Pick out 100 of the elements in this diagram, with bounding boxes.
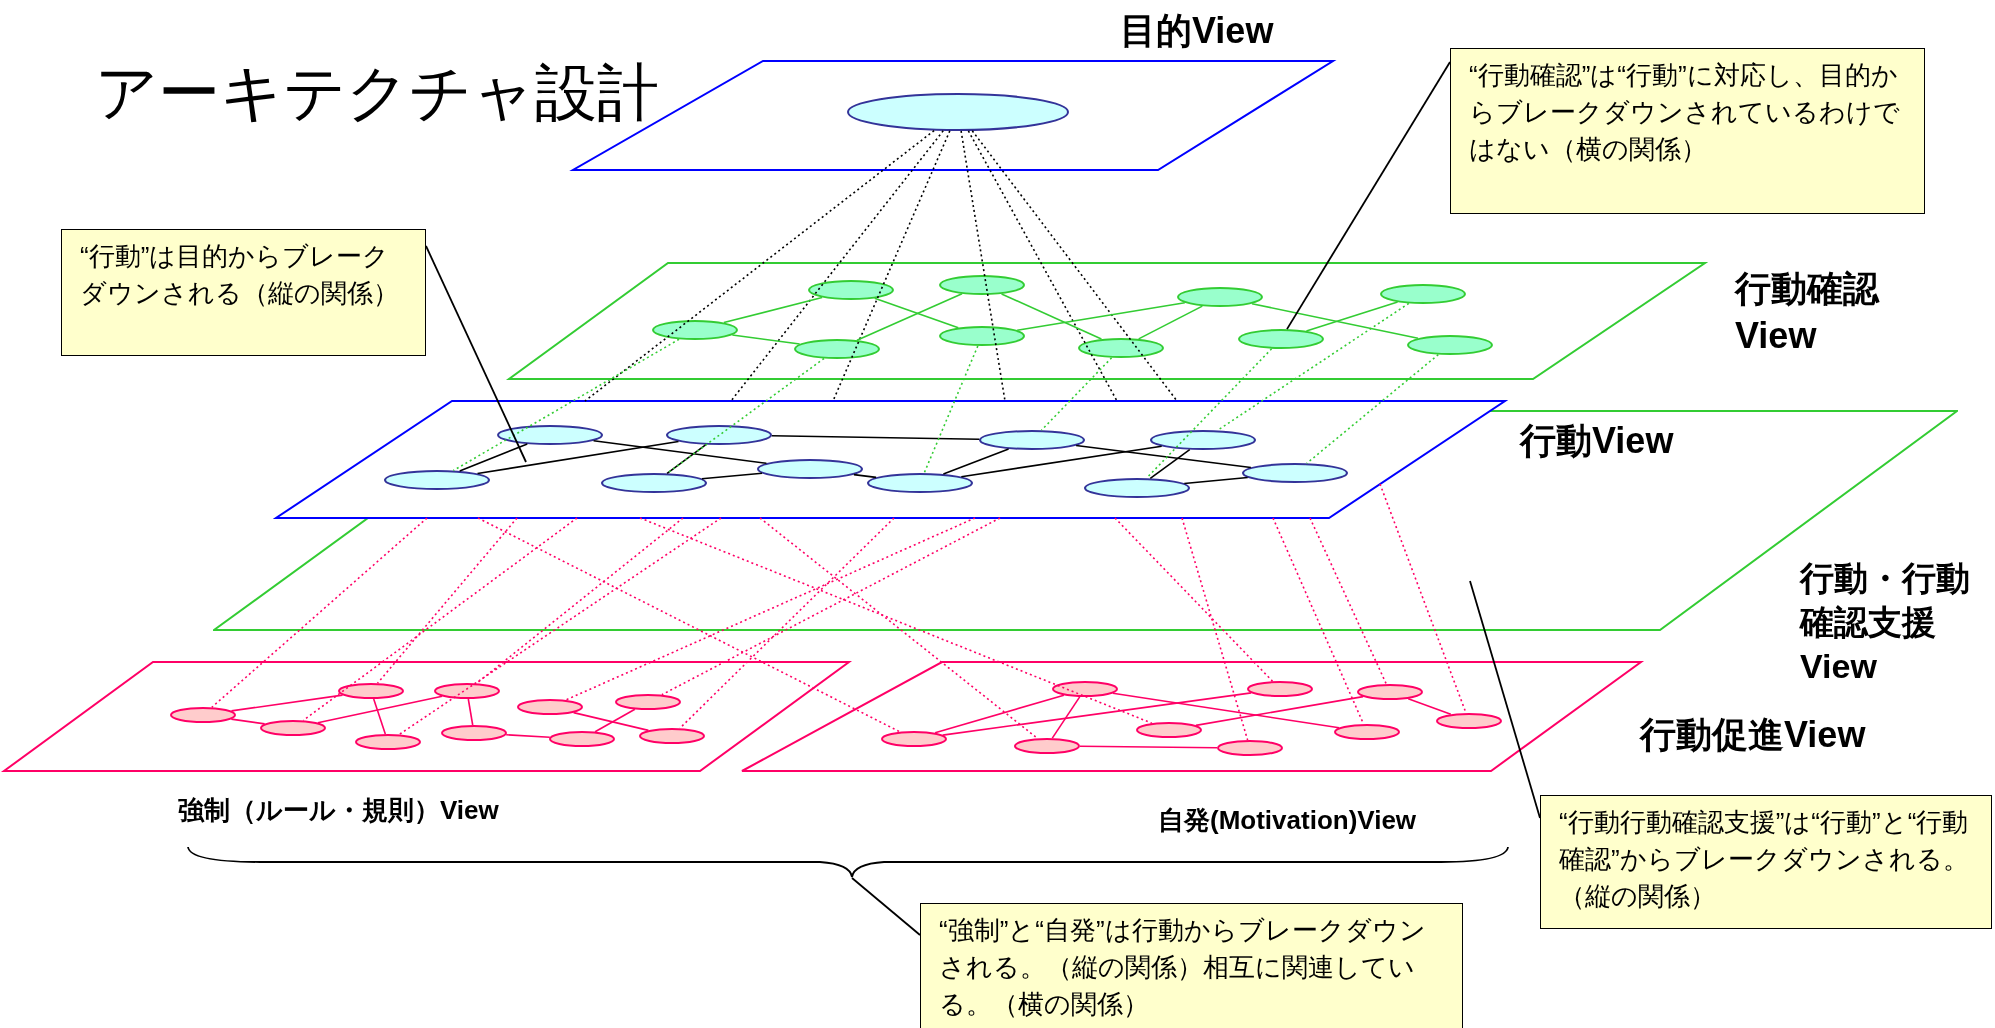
link-line — [1079, 745, 1218, 749]
link-line — [723, 296, 823, 324]
link-line — [372, 698, 387, 735]
oval-node — [1136, 722, 1202, 738]
dotted-link — [679, 517, 895, 729]
oval-node — [666, 425, 772, 445]
oval-node — [1238, 329, 1324, 349]
oval-node — [1407, 335, 1493, 355]
oval-node — [1357, 684, 1423, 700]
link-line — [594, 708, 636, 733]
link-line — [1183, 476, 1249, 485]
dotted-link — [565, 517, 976, 701]
dotted-link — [730, 130, 944, 402]
dotted-link — [759, 517, 1039, 740]
dotted-link — [923, 345, 979, 474]
leader-line — [851, 877, 921, 936]
link-line — [572, 711, 650, 732]
note-box: “強制”と“自発”は行動からブレークダウンされる。（縦の関係）相互に関連している。（横の関係） — [920, 903, 1463, 1028]
link-line — [1137, 305, 1204, 340]
oval-node — [434, 683, 500, 699]
plane-label: 行動確認View — [1735, 267, 1881, 358]
layer-label: 行動・行動確認支援View — [1800, 558, 1971, 688]
link-line — [1149, 448, 1191, 480]
link-line — [934, 694, 1065, 734]
oval-node — [979, 430, 1085, 450]
link-line — [1112, 692, 1340, 729]
link-line — [230, 718, 266, 725]
plane-label: 強制（ルール・規則）View — [178, 794, 499, 827]
link-line — [1305, 301, 1399, 332]
link-line — [230, 694, 344, 712]
link-line — [853, 473, 877, 479]
oval-node — [1217, 740, 1283, 756]
link-line — [1000, 293, 1103, 340]
dotted-link — [211, 517, 428, 709]
leader-line — [1286, 61, 1451, 330]
link-line — [1016, 302, 1186, 331]
oval-node — [260, 720, 326, 736]
link-line — [1075, 444, 1252, 469]
link-line — [731, 334, 801, 345]
oval-node — [1052, 681, 1118, 697]
dotted-link — [1306, 353, 1440, 465]
link-line — [873, 297, 960, 329]
dotted-link — [1309, 517, 1388, 685]
dotted-link — [1181, 517, 1249, 741]
dotted-link — [302, 517, 578, 722]
link-line — [1051, 696, 1081, 739]
plane-label: 目的View — [1120, 9, 1274, 53]
oval-node — [441, 725, 507, 741]
oval-node — [1247, 681, 1313, 697]
layer-label: 行動促進View — [1640, 713, 1866, 757]
oval-node — [639, 728, 705, 744]
oval-node — [1334, 724, 1400, 740]
dotted-link — [666, 357, 825, 475]
link-line — [941, 692, 1253, 736]
oval-node — [808, 280, 894, 300]
oval-node — [1436, 713, 1502, 729]
oval-node — [1380, 284, 1466, 304]
dotted-link — [584, 129, 935, 402]
dotted-link — [398, 517, 722, 736]
link-line — [701, 472, 763, 480]
plane-label: 自発(Motivation)View — [1158, 804, 1417, 837]
dotted-link — [376, 517, 518, 684]
oval-node — [939, 275, 1025, 295]
dotted-link — [1040, 357, 1113, 431]
oval-node — [1014, 738, 1080, 754]
oval-node — [867, 473, 973, 493]
oval-node — [1150, 430, 1256, 450]
note-box: “行動確認”は“行動”に対応し、目的からブレークダウンされているわけではない（横の関係） — [1450, 48, 1925, 214]
dotted-link — [971, 130, 1178, 402]
brace — [187, 846, 1509, 878]
link-line — [467, 698, 474, 726]
oval-node — [338, 683, 404, 699]
dotted-link — [1114, 517, 1274, 682]
dotted-link — [967, 130, 1118, 402]
link-line — [476, 440, 680, 475]
link-line — [1407, 697, 1452, 716]
oval-node — [1177, 287, 1263, 307]
dotted-link — [832, 130, 951, 402]
link-line — [942, 448, 1010, 475]
oval-node — [497, 425, 603, 445]
link-line — [666, 443, 707, 475]
title: アーキテクチャ設計 — [95, 62, 659, 124]
link-line — [317, 695, 443, 724]
link-line — [1195, 695, 1364, 727]
oval-node — [1078, 338, 1164, 358]
plane-label: 行動View — [1520, 419, 1674, 463]
link-line — [458, 443, 529, 472]
leader-line — [1469, 580, 1541, 819]
dotted-link — [475, 517, 684, 685]
dotted-link — [1145, 348, 1273, 479]
oval-node — [1242, 463, 1348, 483]
link-line — [592, 439, 768, 465]
dotted-link — [639, 517, 1153, 724]
oval-node — [939, 326, 1025, 346]
oval-node — [757, 459, 863, 479]
note-box: “行動行動確認支援”は“行動”と“行動確認”からブレークダウンされる。（縦の関係） — [1540, 795, 1992, 929]
leader-line — [425, 245, 527, 463]
link-line — [1251, 302, 1419, 340]
oval-node — [170, 707, 236, 723]
oval-node — [881, 731, 947, 747]
